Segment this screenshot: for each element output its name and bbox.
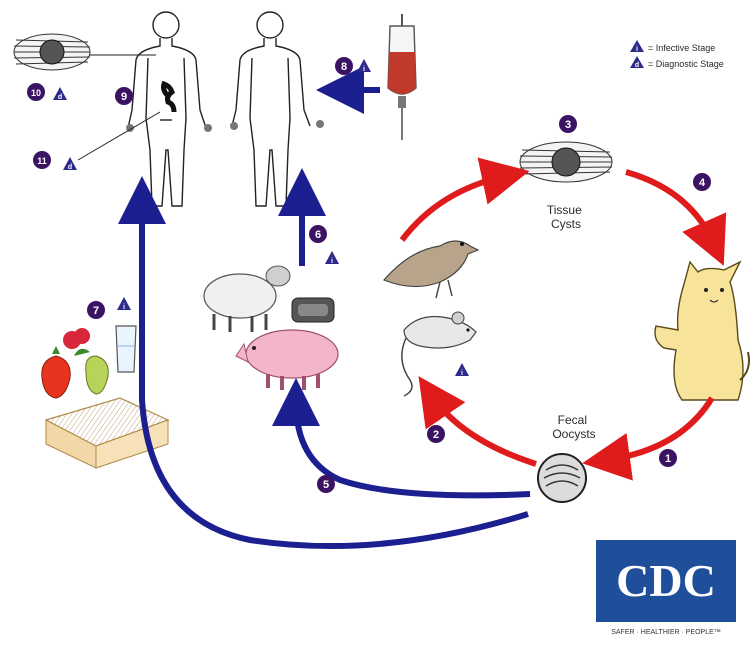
fecal-oocysts-label: Fecal Oocysts <box>552 413 595 441</box>
svg-text:d: d <box>68 164 72 171</box>
oocyst-icon <box>538 454 586 502</box>
step-marker-3: 3 <box>559 115 577 133</box>
water-glass-icon <box>116 326 136 372</box>
cat-icon <box>655 262 749 400</box>
meat-cyst-icon <box>292 298 334 322</box>
litter-box-icon <box>46 398 168 468</box>
svg-text:d: d <box>58 94 62 101</box>
svg-text:5: 5 <box>323 479 329 491</box>
diagnostic-stage-icon: d <box>53 87 67 101</box>
svg-text:i: i <box>123 304 125 311</box>
diagnostic-stage-icon: d <box>63 157 77 171</box>
infective-stage-icon: i <box>630 40 644 53</box>
human-figure-left <box>128 12 206 206</box>
legend-infective-label: = Infective Stage <box>648 43 715 53</box>
svg-text:3: 3 <box>565 119 571 131</box>
legend-diagnostic-label: = Diagnostic Stage <box>648 59 724 69</box>
produce-icon <box>42 328 108 398</box>
svg-text:8: 8 <box>341 61 347 73</box>
step-marker-7: 7 <box>87 301 105 319</box>
mouse-icon <box>402 312 476 396</box>
svg-text:9: 9 <box>121 91 127 103</box>
transmission-arrows <box>142 90 530 546</box>
step-marker-4: 4 <box>693 173 711 191</box>
pig-icon <box>236 330 338 390</box>
cdc-logo: CDC SAFER · HEALTHIER · PEOPLE™ <box>596 540 736 636</box>
legend: i = Infective Stage d = Diagnostic Stage <box>630 40 724 69</box>
svg-text:6: 6 <box>315 229 321 241</box>
svg-text:4: 4 <box>699 177 706 189</box>
infective-stage-icon: i <box>357 59 371 73</box>
infective-stage-icon: i <box>117 297 131 311</box>
sheep-icon <box>204 266 290 332</box>
arrow-host-to-cyst <box>402 176 506 240</box>
step-marker-9: 9 <box>115 87 133 105</box>
svg-text:2: 2 <box>433 429 439 441</box>
svg-text:10: 10 <box>31 88 41 98</box>
tissue-cysts-label: Tissue Cysts <box>547 203 585 231</box>
step-marker-5: 5 <box>317 475 335 493</box>
svg-text:i: i <box>461 370 463 377</box>
arrow-cat-to-oocyst <box>606 398 712 460</box>
cdc-logo-text: CDC <box>616 555 716 606</box>
svg-text:i: i <box>363 66 365 73</box>
step-marker-1: 1 <box>659 449 677 467</box>
svg-text:1: 1 <box>665 453 671 465</box>
svg-text:11: 11 <box>37 156 47 166</box>
step-marker-10: 10 <box>27 83 45 101</box>
svg-text:i: i <box>636 46 638 53</box>
tissue-cyst-icon <box>14 34 90 70</box>
svg-text:d: d <box>635 62 639 69</box>
bird-icon <box>384 241 478 298</box>
step-marker-2: 2 <box>427 425 445 443</box>
svg-text:7: 7 <box>93 305 99 317</box>
infective-stage-icon: i <box>455 363 469 377</box>
infective-stage-icon: i <box>325 251 339 265</box>
hand-markers <box>126 120 324 132</box>
human-figure-right <box>232 12 310 206</box>
step-marker-11: 11 <box>33 151 51 169</box>
diagnostic-stage-icon: d <box>630 56 644 69</box>
arrow-oocyst-to-mouse <box>432 396 536 464</box>
step-marker-8: 8 <box>335 57 353 75</box>
svg-text:i: i <box>331 258 333 265</box>
blood-bag-icon <box>388 14 416 140</box>
intestine-icon <box>164 84 175 112</box>
step-marker-6: 6 <box>309 225 327 243</box>
tissue-cyst-icon <box>520 142 612 182</box>
cdc-tagline: SAFER · HEALTHIER · PEOPLE™ <box>611 629 721 636</box>
